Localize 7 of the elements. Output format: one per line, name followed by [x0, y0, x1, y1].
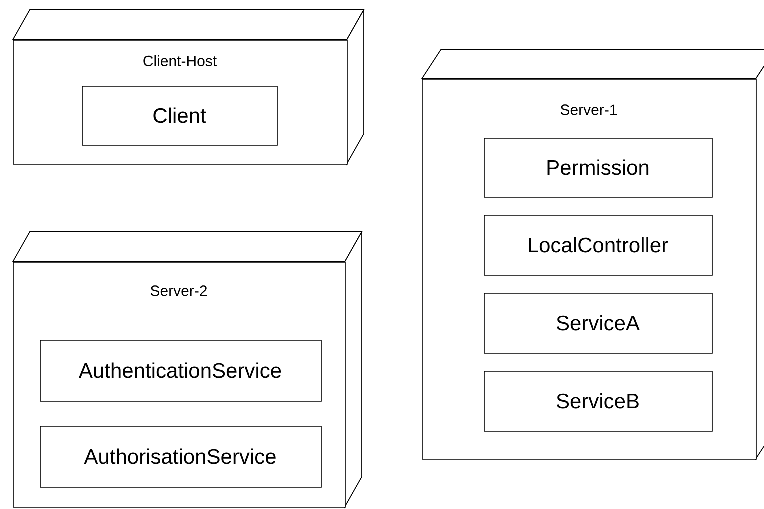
component-box: AuthenticationService	[40, 340, 322, 402]
component-box: Permission	[484, 138, 713, 198]
component-box: Client	[82, 86, 278, 146]
component-box: ServiceB	[484, 371, 713, 432]
component-box: LocalController	[484, 215, 713, 276]
component-box: ServiceA	[484, 293, 713, 354]
component-box: AuthorisationService	[40, 426, 322, 488]
